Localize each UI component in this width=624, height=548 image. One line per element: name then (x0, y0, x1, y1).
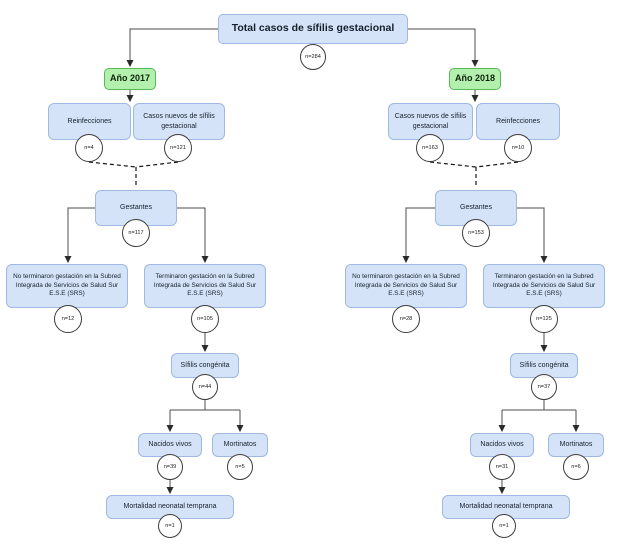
count-badge: n=125 (530, 305, 558, 333)
total-count-badge: n=284 (300, 44, 326, 70)
count-badge: n=5 (227, 454, 253, 480)
sifilis-congenita-2018-node: Sífilis congénita (510, 353, 578, 378)
no-terminaron-2018-node: No terminaron gestación en la Subred Int… (345, 264, 467, 308)
count-badge: n=1 (158, 514, 182, 538)
mortinatos-2018-node: Mortinatos (548, 433, 604, 457)
casos-nuevos-2018-node: Casos nuevos de sífilis gestacional (388, 103, 473, 140)
reinfecciones-2018-node: Reinfecciones (476, 103, 560, 140)
count-badge: n=37 (531, 374, 557, 400)
reinfecciones-2017-node: Reinfecciones (48, 103, 131, 140)
nacidos-vivos-2017-node: Nacidos vivos (138, 433, 202, 457)
count-badge: n=105 (191, 305, 219, 333)
terminaron-2017-node: Terminaron gestación en la Subred Integr… (144, 264, 266, 308)
year-2017-node: Año 2017 (104, 68, 156, 90)
total-node: Total casos de sífilis gestacional (218, 14, 408, 44)
count-badge: n=4 (75, 134, 103, 162)
count-badge: n=121 (164, 134, 192, 162)
count-badge: n=10 (504, 134, 532, 162)
sifilis-congenita-2017-node: Sífilis congénita (171, 353, 239, 378)
year-2018-node: Año 2018 (449, 68, 501, 90)
count-badge: n=163 (416, 134, 444, 162)
count-badge: n=153 (462, 219, 490, 247)
terminaron-2018-node: Terminaron gestación en la Subred Integr… (483, 264, 605, 308)
count-badge: n=39 (157, 454, 183, 480)
count-badge: n=6 (563, 454, 589, 480)
count-badge: n=117 (122, 219, 150, 247)
casos-nuevos-2017-node: Casos nuevos de sífilis gestacional (133, 103, 225, 140)
count-badge: n=28 (392, 305, 420, 333)
count-badge: n=1 (492, 514, 516, 538)
no-terminaron-2017-node: No terminaron gestación en la Subred Int… (6, 264, 128, 308)
count-badge: n=12 (54, 305, 82, 333)
count-badge: n=31 (489, 454, 515, 480)
count-badge: n=44 (192, 374, 218, 400)
